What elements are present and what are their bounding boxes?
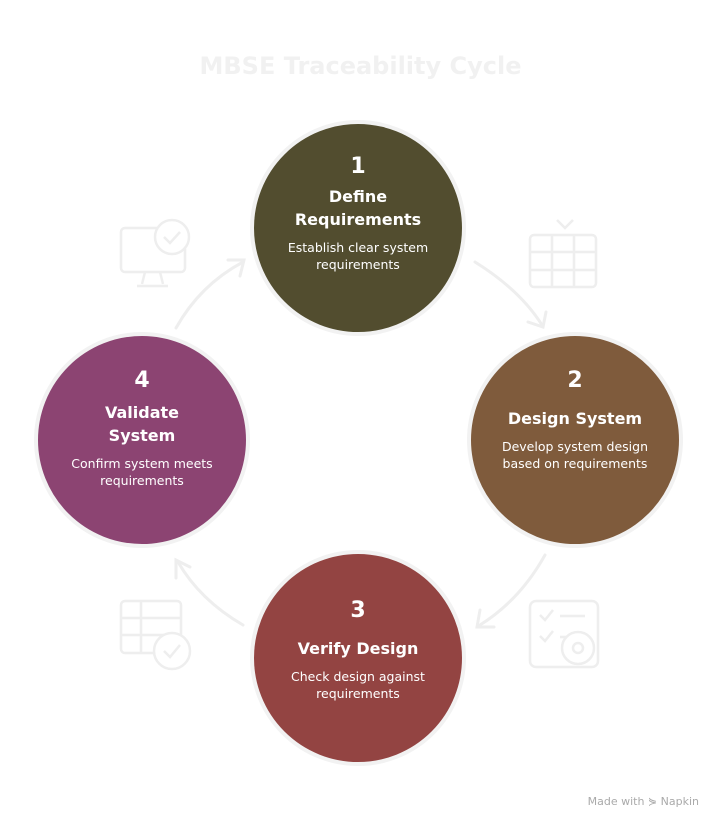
napkin-watermark: Made with ⋟ Napkin xyxy=(587,795,699,808)
step-2-design-system: 2 Design System Develop system design ba… xyxy=(467,332,683,548)
step-description: Confirm system meets requirements xyxy=(71,456,213,488)
step-number: 2 xyxy=(567,368,583,393)
arrow-2-to-3 xyxy=(478,553,547,627)
step-title: Define Requirements xyxy=(294,187,422,229)
arrow-head-2-3 xyxy=(475,608,496,629)
step-number: 3 xyxy=(350,598,366,623)
step-title: Design System xyxy=(507,409,643,428)
arrow-head-1-2 xyxy=(526,310,548,329)
arrow-1-to-2 xyxy=(473,260,544,327)
step-title: Validate System xyxy=(104,403,180,445)
table-check-icon xyxy=(119,599,192,671)
arrow-3-to-4 xyxy=(176,560,245,627)
monitor-check-icon xyxy=(119,218,191,288)
step-description: Check design against requirements xyxy=(291,669,425,701)
step-1-define-requirements: 1 Define Requirements Establish clear sy… xyxy=(250,120,466,336)
step-3-verify-design: 3 Verify Design Check design against req… xyxy=(250,550,466,766)
step-description: Establish clear system requirements xyxy=(287,240,429,272)
step-number: 1 xyxy=(350,154,366,179)
arrow-4-to-1 xyxy=(174,260,245,330)
layout-grid-icon xyxy=(528,219,598,289)
diagram-title: MBSE Traceability Cycle xyxy=(199,52,522,80)
arrow-head-3-4 xyxy=(174,557,192,580)
checklist-gear-icon xyxy=(528,599,600,669)
step-4-validate-system: 4 Validate System Confirm system meets r… xyxy=(34,332,250,548)
step-number: 4 xyxy=(134,368,150,393)
arrow-head-4-1 xyxy=(226,258,246,278)
step-description: Develop system design based on requireme… xyxy=(501,439,649,471)
step-title: Verify Design xyxy=(297,639,419,658)
